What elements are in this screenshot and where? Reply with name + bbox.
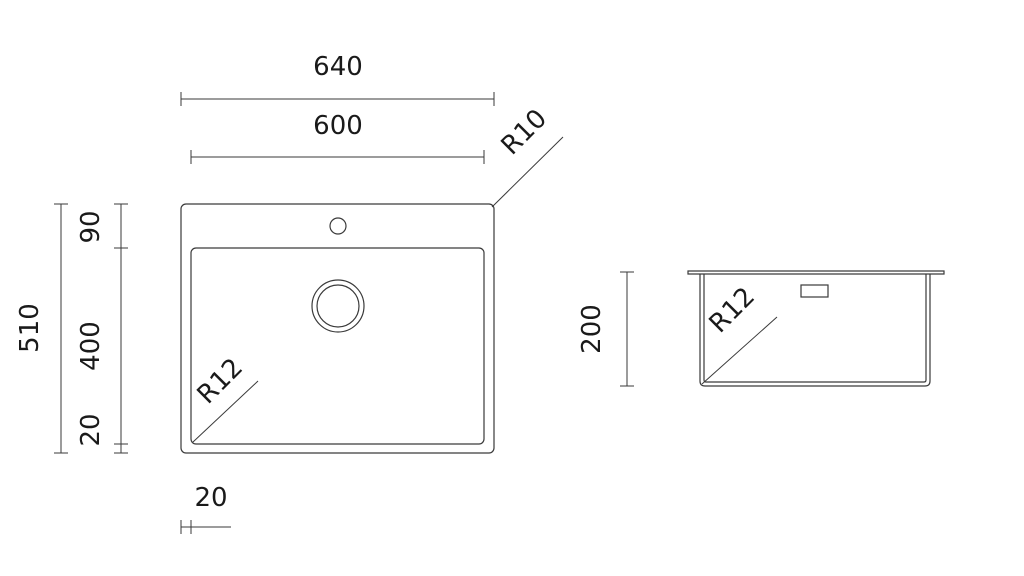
radius-r12-section-label: R12 bbox=[704, 282, 761, 339]
drain-outer-ring bbox=[311, 279, 365, 333]
sink-outer-frame bbox=[180, 203, 495, 454]
dimension-600-label: 600 bbox=[313, 111, 363, 141]
dimension-20-vertical-label: 20 bbox=[76, 413, 106, 446]
dimension-640: 640 bbox=[180, 52, 495, 106]
radius-r12-plan-label: R12 bbox=[192, 353, 249, 410]
dimension-510: 510 bbox=[15, 203, 68, 454]
dimension-200-label: 200 bbox=[577, 304, 607, 354]
sink-section-view: R12 bbox=[687, 270, 945, 387]
section-bowl bbox=[699, 274, 931, 387]
section-bowl-inner bbox=[703, 274, 927, 383]
dimension-20-horizontal: 20 bbox=[180, 483, 231, 534]
drain-inner-ring bbox=[316, 284, 360, 328]
section-rim bbox=[687, 270, 945, 275]
dimension-640-label: 640 bbox=[313, 52, 363, 82]
tap-hole bbox=[329, 217, 347, 235]
radius-r12-plan-leader bbox=[192, 380, 259, 443]
dimension-90-label: 90 bbox=[76, 210, 106, 243]
radius-r10-leader: R10 bbox=[491, 104, 564, 208]
dimension-400-label: 400 bbox=[76, 321, 106, 371]
dimension-stack-90-400-20: 90 400 20 bbox=[76, 203, 128, 454]
dimension-200: 200 bbox=[577, 271, 634, 387]
dimension-20-horizontal-label: 20 bbox=[194, 483, 227, 513]
dimension-510-label: 510 bbox=[15, 303, 45, 353]
radius-r10-label: R10 bbox=[496, 104, 553, 161]
overflow-slot bbox=[800, 284, 829, 298]
sink-bowl-outline bbox=[190, 247, 485, 445]
radius-r12-section-leader bbox=[701, 316, 778, 385]
sink-plan-view: R12 bbox=[180, 203, 495, 454]
dimension-600: 600 bbox=[190, 111, 485, 164]
